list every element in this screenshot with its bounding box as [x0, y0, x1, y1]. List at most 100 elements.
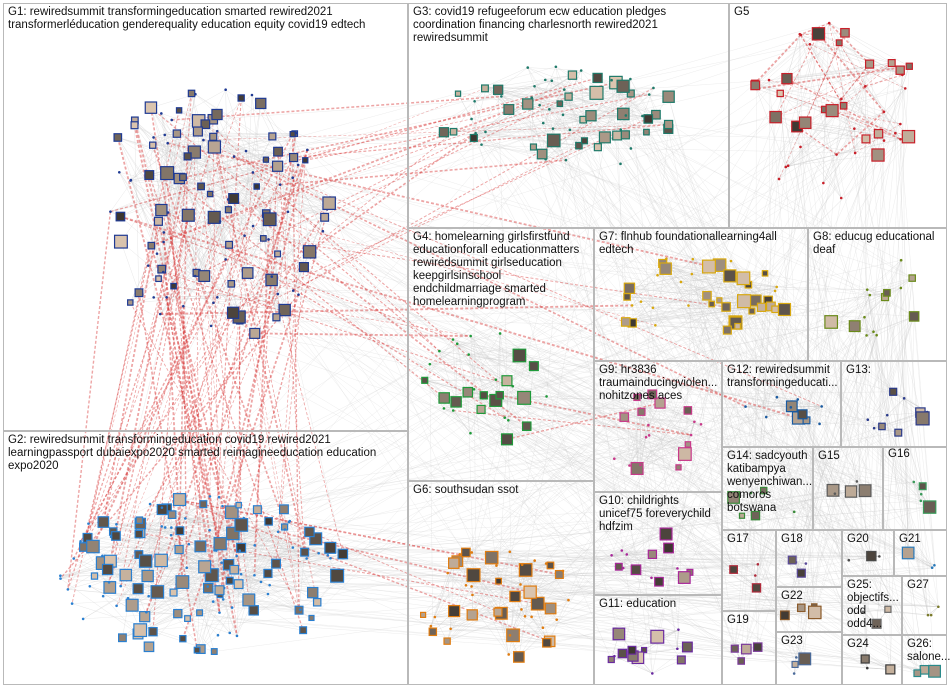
group-label-line: rewiredsummit	[413, 32, 488, 44]
edge	[809, 44, 892, 64]
group-label-line: salone...	[907, 651, 950, 663]
edge	[545, 79, 647, 133]
edge	[213, 231, 323, 303]
edge	[195, 231, 323, 277]
edge	[527, 67, 582, 71]
group-panel-g15: G15	[813, 447, 883, 530]
edge	[134, 125, 277, 318]
group-label-g19: G19	[727, 614, 749, 627]
group-label-line: nohitzones aces	[599, 390, 683, 402]
edge	[187, 133, 295, 157]
edge	[179, 178, 226, 260]
edge	[485, 129, 621, 133]
group-label-line: G17	[727, 533, 749, 545]
edge	[72, 603, 183, 639]
edge	[254, 159, 267, 334]
edge	[429, 363, 534, 367]
group-panel-g5: G5	[729, 3, 947, 228]
group-label-line: learningpassport dubaiexpo2020 smarted r…	[8, 447, 377, 459]
edge	[527, 103, 567, 161]
edge	[455, 401, 508, 440]
edge	[785, 128, 855, 168]
group-label-line: G3: covid19 refugeeforum ecw education p…	[413, 6, 667, 18]
edge	[457, 93, 472, 120]
group-label-line: G7: flnhub foundationallearning4all	[599, 231, 777, 243]
group-label-g21: G21	[899, 533, 921, 546]
group-label-line: comoros	[727, 489, 772, 501]
edge	[429, 355, 520, 365]
edge	[158, 140, 204, 279]
edge	[800, 34, 903, 76]
edge	[151, 134, 165, 246]
edge	[196, 235, 245, 274]
edge	[474, 74, 573, 102]
edge	[120, 216, 240, 321]
edge	[527, 67, 597, 94]
edge	[130, 156, 235, 303]
edge	[137, 575, 212, 635]
edge	[138, 553, 343, 589]
edge	[130, 133, 178, 181]
group-panel-g19: G19	[722, 611, 776, 685]
edge	[468, 354, 508, 381]
group-panel-g2: G2: rewiredsummit transformingeducation …	[3, 431, 408, 685]
group-label-line: G22	[781, 590, 803, 602]
group-panel-g26: G26:salone...	[902, 635, 950, 685]
edge	[470, 426, 527, 434]
group-label-line: rewiredsummit girlseducation	[413, 257, 562, 269]
edge	[227, 199, 269, 240]
group-panel-g27: G27	[902, 576, 947, 635]
edge	[211, 266, 305, 327]
edge	[473, 113, 624, 139]
edge	[443, 109, 550, 133]
group-label-line: transformingeducati...	[727, 377, 838, 389]
edge	[539, 66, 557, 106]
edge	[238, 521, 269, 585]
group-label-line: G8: educug educational	[813, 231, 935, 243]
group-label-line: G15	[818, 450, 840, 462]
edge	[539, 104, 585, 141]
edge	[161, 113, 196, 277]
edge	[883, 66, 910, 141]
edge	[755, 34, 801, 86]
edge	[265, 159, 278, 294]
edge	[455, 343, 458, 402]
edge	[486, 86, 669, 97]
group-label-line: objectifs...	[847, 592, 899, 604]
edge	[288, 521, 305, 553]
edge	[472, 122, 544, 139]
edge	[179, 499, 201, 547]
edge	[120, 241, 174, 287]
edge	[73, 558, 110, 583]
edge	[130, 266, 304, 303]
edge	[158, 166, 278, 222]
group-label-line: G11: education	[599, 598, 677, 610]
edge	[185, 518, 279, 532]
group-label-line: G24	[847, 638, 869, 650]
edge	[213, 293, 278, 303]
edge	[67, 589, 214, 602]
group-label-line: edtech	[599, 244, 634, 256]
edge	[775, 116, 837, 155]
edge	[785, 33, 819, 168]
edge	[805, 122, 901, 140]
group-label-g5: G5	[734, 6, 749, 19]
edge	[182, 586, 208, 639]
edge	[778, 32, 846, 180]
edge	[292, 134, 326, 216]
edge	[102, 503, 204, 564]
edge	[453, 124, 669, 132]
edge	[171, 89, 226, 121]
edge	[841, 98, 901, 140]
edge	[756, 66, 910, 90]
edge	[229, 244, 278, 255]
edge	[553, 137, 605, 141]
edge	[220, 211, 288, 222]
edge	[268, 521, 305, 553]
edge	[244, 149, 308, 236]
edge	[809, 44, 885, 141]
